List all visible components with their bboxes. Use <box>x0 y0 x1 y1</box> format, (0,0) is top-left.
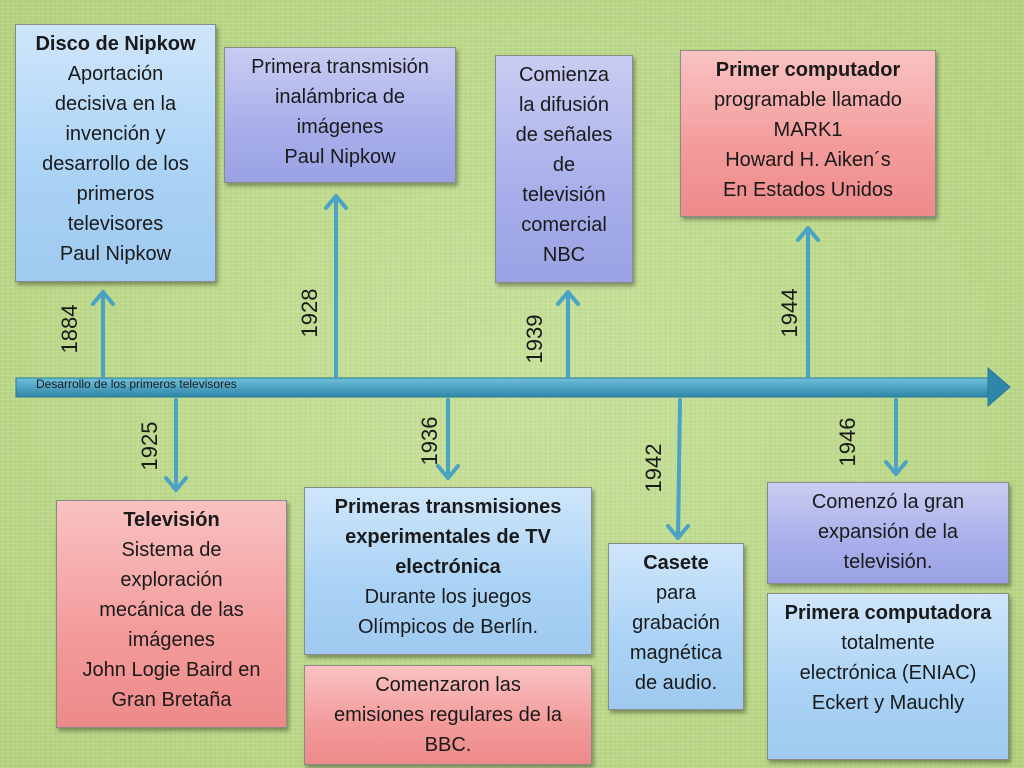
event-line: Comienza <box>518 64 610 86</box>
event-line: Paul Nipkow <box>59 243 172 265</box>
event-line: imágenes <box>128 629 215 651</box>
year-label-1928: 1928 <box>297 288 322 338</box>
event-line: emisiones regulares de la <box>334 704 562 726</box>
event-line: de señales <box>515 124 613 146</box>
event-line: Gran Bretaña <box>111 689 232 711</box>
event-card-1939: Comienza la difusión de señales de telev… <box>495 55 633 283</box>
year-label-1946: 1946 <box>835 417 860 467</box>
event-line: de <box>552 154 576 176</box>
connector-arrow-1944 <box>796 226 820 378</box>
event-card-1925: Televisión Sistema de exploración mecáni… <box>56 500 287 728</box>
event-line: televisión <box>522 184 606 206</box>
connector-arrow-1884 <box>91 290 115 378</box>
year-label-1939: 1939 <box>522 314 547 364</box>
event-card-1942: Casete para grabación magnética de audio… <box>608 543 744 710</box>
event-line: magnética <box>629 642 723 664</box>
event-line: Paul Nipkow <box>284 146 396 168</box>
event-line: electrónica (ENIAC) <box>799 662 977 684</box>
event-card-1936-bbc: Comenzaron las emisiones regulares de la… <box>304 665 592 765</box>
connector-arrow-1942 <box>666 398 690 540</box>
event-line: programable llamado <box>714 89 902 111</box>
event-line: Durante los juegos <box>364 586 532 608</box>
event-line: Howard H. Aiken´s <box>725 149 891 171</box>
event-line: Sistema de <box>121 539 222 561</box>
event-line: totalmente <box>841 632 935 654</box>
year-label-1925: 1925 <box>137 421 162 471</box>
event-line: de audio. <box>634 672 718 694</box>
event-line: Aportación <box>67 63 164 85</box>
event-title: Primera computadora <box>784 602 992 624</box>
event-card-1944: Primer computador programable llamado MA… <box>680 50 936 217</box>
connector-arrow-1939 <box>556 290 580 378</box>
event-title: Casete <box>643 552 709 574</box>
event-line: decisiva en la <box>54 93 177 115</box>
event-line: para <box>655 582 697 604</box>
event-line: invención y <box>65 123 166 145</box>
event-line: BBC. <box>424 734 472 756</box>
connector-arrow-1928 <box>324 194 348 378</box>
event-line: MARK1 <box>773 119 843 141</box>
event-card-1884: Disco de Nipkow Aportación decisiva en l… <box>15 24 216 282</box>
event-title: Primer computador <box>715 59 901 81</box>
connector-arrow-1936 <box>436 398 460 480</box>
timeline-axis-arrow <box>15 366 1011 408</box>
event-line: la difusión <box>518 94 610 116</box>
connector-arrow-1925 <box>164 398 188 492</box>
event-line: NBC <box>542 244 586 266</box>
event-line: comercial <box>521 214 607 236</box>
event-line: grabación <box>632 612 720 634</box>
event-line: John Logie Baird en <box>82 659 261 681</box>
event-line: Eckert y Mauchly <box>811 692 965 714</box>
event-line: primeros <box>76 183 155 205</box>
year-label-1884: 1884 <box>57 304 82 354</box>
event-line: Comenzaron las <box>375 674 521 696</box>
event-card-1928: Primera transmisión inalámbrica de imáge… <box>224 47 456 183</box>
event-card-1946: Comenzó la gran expansión de la televisi… <box>767 482 1009 584</box>
event-title: Primeras transmisiones experimentales de… <box>334 496 562 578</box>
event-line: Primera transmisión <box>251 56 429 78</box>
event-line: mecánica de las <box>99 599 244 621</box>
year-label-1942: 1942 <box>641 443 666 493</box>
event-line: exploración <box>120 569 223 591</box>
event-card-1936: Primeras transmisiones experimentales de… <box>304 487 592 655</box>
event-title: Disco de Nipkow <box>35 33 196 55</box>
year-label-1936: 1936 <box>417 416 442 466</box>
event-line: Olímpicos de Berlín. <box>357 616 539 638</box>
event-line: expansión de la <box>817 521 959 543</box>
event-line: En Estados Unidos <box>722 179 894 201</box>
event-title: Televisión <box>123 509 220 531</box>
event-line: desarrollo de los <box>42 153 189 175</box>
event-line: televisión. <box>843 551 933 573</box>
event-card-1946-eniac: Primera computadora totalmente electróni… <box>767 593 1009 760</box>
year-label-1944: 1944 <box>777 288 802 338</box>
event-line: Comenzó la gran <box>811 491 965 513</box>
event-line: imágenes <box>296 116 384 138</box>
event-line: televisores <box>67 213 164 235</box>
event-line: inalámbrica de <box>274 86 406 108</box>
timeline-label: Desarrollo de los primeros televisores <box>36 377 237 391</box>
connector-arrow-1946 <box>884 398 908 476</box>
